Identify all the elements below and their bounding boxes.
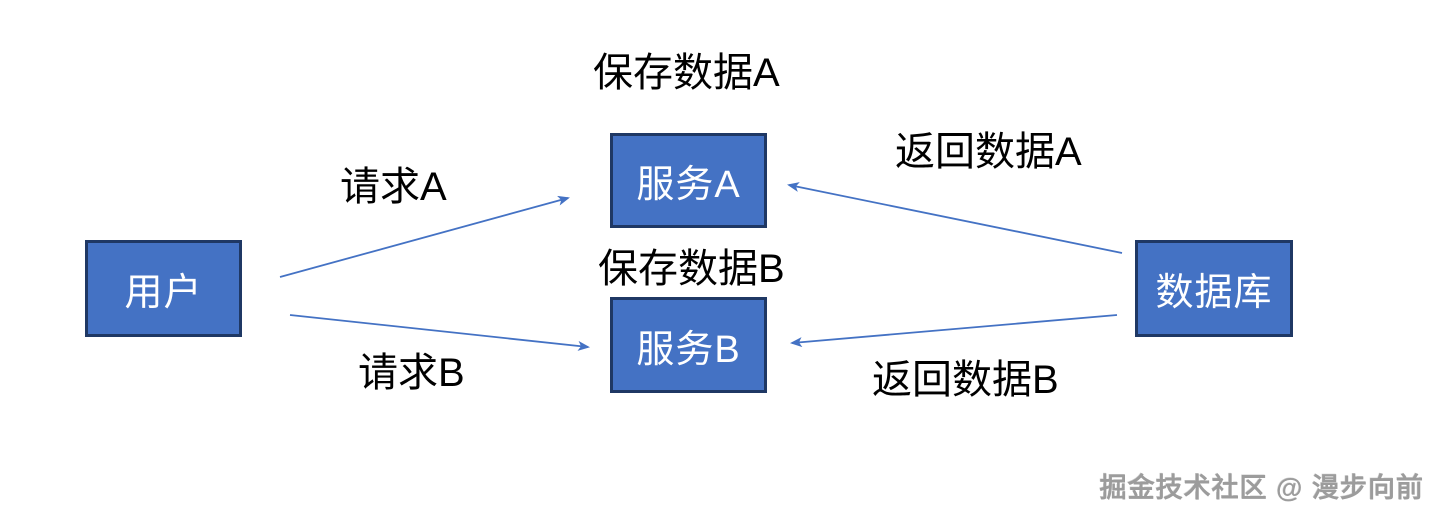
node-service-b-label: 服务B: [636, 328, 741, 371]
annotation-save-data-a: 保存数据A: [593, 51, 780, 95]
edge-label-return-data-b: 返回数据B: [872, 358, 1059, 402]
node-service-a: 服务A: [610, 133, 767, 228]
node-service-b: 服务B: [610, 297, 767, 393]
node-database-label: 数据库: [1155, 272, 1273, 314]
arrow-request-a: [279, 195, 570, 278]
node-service-a-label: 服务A: [636, 164, 741, 206]
edge-label-request-b: 请求B: [358, 351, 465, 395]
arrow-return-a: [787, 182, 1123, 254]
arrow-return-b: [790, 314, 1118, 348]
node-user: 用户: [85, 240, 242, 337]
edge-label-request-a: 请求A: [340, 165, 447, 209]
annotation-save-data-b: 保存数据B: [598, 247, 785, 291]
node-database: 数据库: [1135, 240, 1293, 337]
edge-label-return-data-a: 返回数据A: [895, 130, 1082, 174]
arrow-request-b: [289, 314, 590, 351]
watermark: 掘金技术社区 @ 漫步向前: [1099, 473, 1424, 503]
node-user-label: 用户: [124, 272, 203, 314]
